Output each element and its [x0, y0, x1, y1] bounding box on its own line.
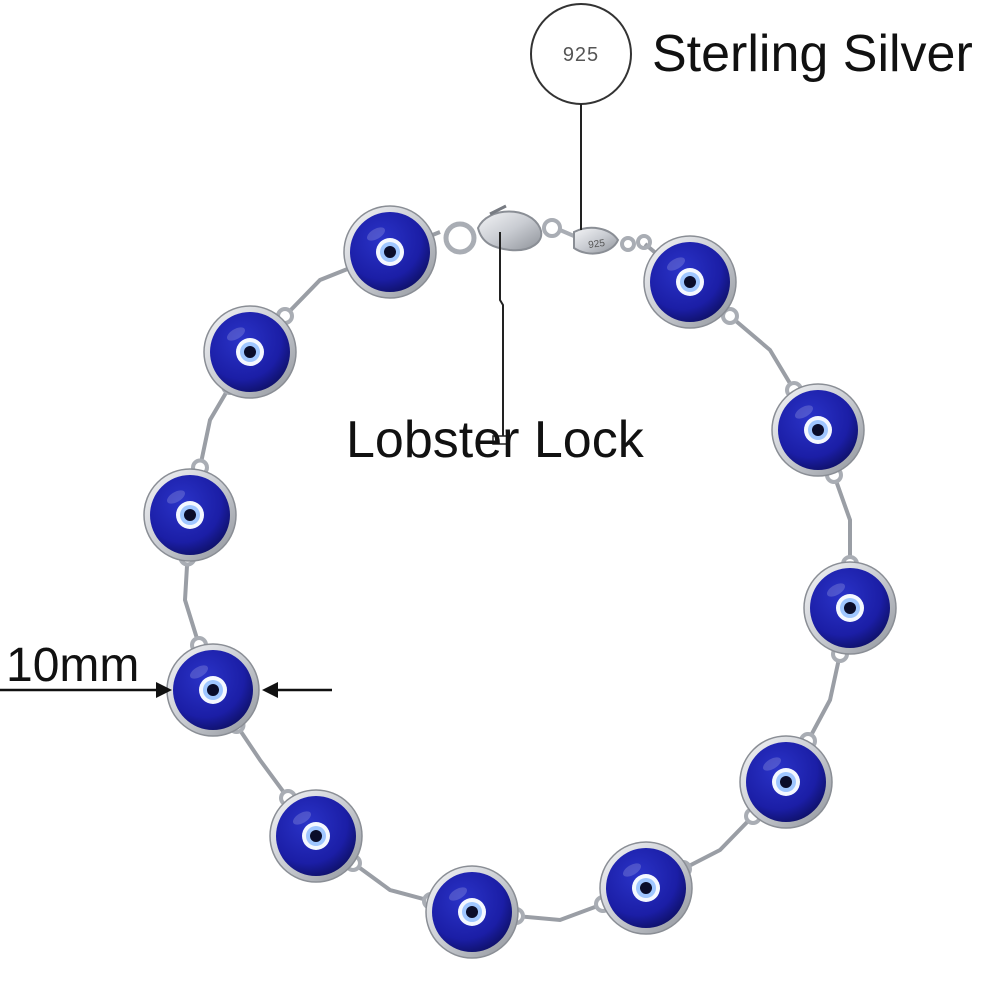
evil-eye-bead	[771, 383, 865, 477]
evil-eye-bead	[425, 865, 519, 959]
evil-eye-bead	[599, 841, 693, 935]
lock-leader-end	[492, 435, 508, 445]
925-clasp-tag: 925	[573, 226, 652, 255]
dimension-arrows	[0, 682, 332, 698]
lock-leader-line	[499, 232, 504, 440]
evil-eye-bead	[166, 643, 260, 737]
evil-eye-bead	[803, 561, 897, 655]
evil-eye-bead	[269, 789, 363, 883]
lobster-clasp	[443, 204, 575, 255]
chain-ring	[721, 307, 739, 325]
bead-size-label: 10mm	[6, 639, 140, 692]
evil-eye-bead	[739, 735, 833, 829]
clasp-tag-text: 925	[588, 238, 606, 251]
evil-eye-bead	[643, 235, 737, 329]
925-stamp-text: 925	[562, 44, 600, 66]
evil-eye-beads	[143, 205, 897, 959]
evil-eye-bead	[203, 305, 297, 399]
evil-eye-bead	[143, 468, 237, 562]
lobster-lock-label: Lobster Lock	[346, 411, 644, 469]
sterling-silver-label: Sterling Silver	[652, 25, 973, 83]
evil-eye-bead	[343, 205, 437, 299]
